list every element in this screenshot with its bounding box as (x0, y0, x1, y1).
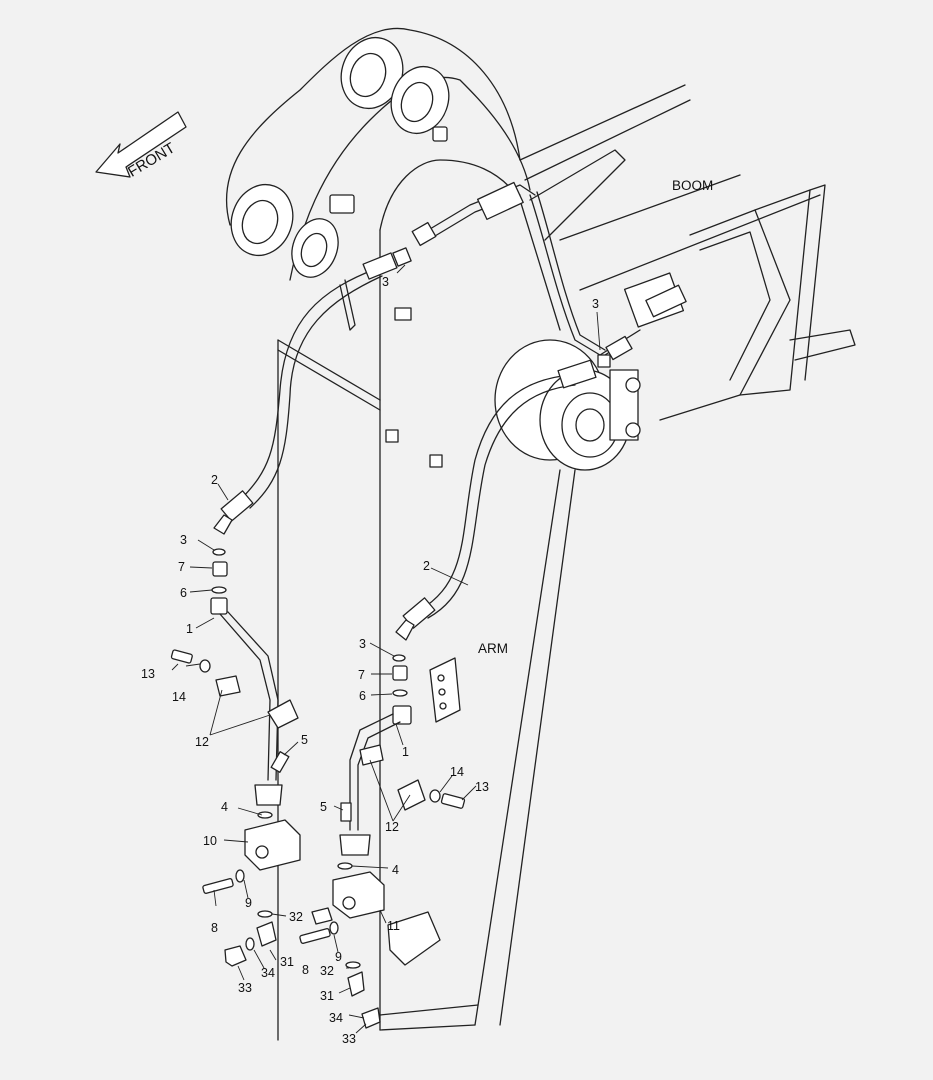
callout-3: 3 (592, 297, 599, 311)
callout-13: 13 (141, 667, 155, 681)
callout-6: 6 (359, 689, 366, 703)
callout-12: 12 (385, 820, 399, 834)
callout-34: 34 (329, 1011, 343, 1025)
callout-13: 13 (475, 780, 489, 794)
callout-8: 8 (211, 921, 218, 935)
callout-14: 14 (172, 690, 186, 704)
callout-34: 34 (261, 966, 275, 980)
callout-9: 9 (335, 950, 342, 964)
callout-2: 2 (423, 559, 430, 573)
left-lower-assembly (170, 548, 301, 967)
callout-7: 7 (358, 668, 365, 682)
callout-3: 3 (180, 533, 187, 547)
callout-4: 4 (221, 800, 228, 814)
left-hose (213, 247, 412, 535)
callout-11: 11 (387, 919, 400, 933)
front-arrow: FRONT (95, 111, 187, 181)
callout-6: 6 (180, 586, 187, 600)
callout-1: 1 (186, 622, 193, 636)
callout-14: 14 (450, 765, 464, 779)
callout-33: 33 (342, 1032, 356, 1046)
callout-32: 32 (320, 964, 334, 978)
callout-1: 1 (402, 745, 409, 759)
leader-lines (171, 264, 601, 1034)
callout-9: 9 (245, 896, 252, 910)
callout-3: 3 (359, 637, 366, 651)
callout-31: 31 (320, 989, 334, 1003)
callout-32: 32 (289, 910, 303, 924)
boom-structure (494, 84, 856, 471)
boom-label: BOOM (672, 178, 713, 193)
callout-33: 33 (238, 981, 252, 995)
callouts: 3 3 2 3 7 6 1 13 14 12 5 4 10 8 9 32 31 … (141, 275, 599, 1046)
arm-structure (225, 27, 576, 1041)
right-hose (395, 354, 611, 641)
arm-label: ARM (478, 641, 508, 656)
callout-5: 5 (320, 800, 327, 814)
callout-5: 5 (301, 733, 308, 747)
callout-10: 10 (203, 834, 217, 848)
callout-31: 31 (280, 955, 294, 969)
upper-pipes (411, 181, 687, 361)
callout-4: 4 (392, 863, 399, 877)
callout-12: 12 (195, 735, 209, 749)
callout-8: 8 (302, 963, 309, 977)
callout-3: 3 (382, 275, 389, 289)
callout-2: 2 (211, 473, 218, 487)
right-lower-assembly (299, 654, 466, 1029)
callout-7: 7 (178, 560, 185, 574)
